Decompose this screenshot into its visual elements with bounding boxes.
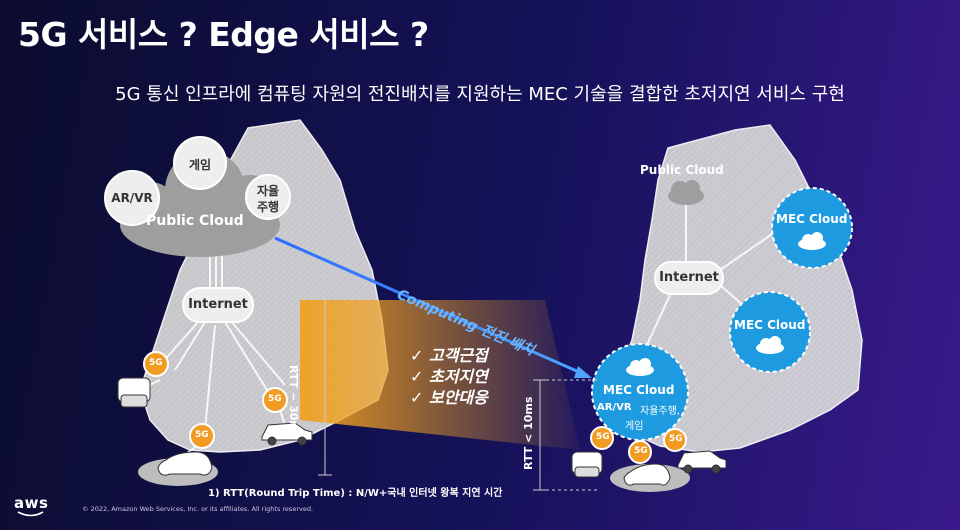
left-internet-node [182,287,254,323]
bubble-game-label: 게임 [188,158,212,172]
left-vr-headset-icon [117,377,151,408]
bubble-autonomous-label-1: 자율 [256,184,280,198]
mec-service-game: 게임 [625,421,644,432]
page-title: 5G 서비스 ? Edge 서비스 ? [18,15,429,54]
bubble-arvr [104,170,160,226]
right-5g-label-1: 5G [596,432,610,442]
right-vr-headset-icon [571,451,603,478]
left-5g-badge-2 [262,387,288,413]
bubble-arvr-label: AR/VR [111,191,153,205]
aws-smile-icon [17,511,44,517]
mec-cloud-main [591,343,689,441]
mec-cloud-top-label: MEC Cloud [776,212,848,226]
left-rtt-label: RTT ~ 30ms [287,365,300,439]
left-5g-badge-3 [189,423,215,449]
left-5g-label-1: 5G [149,358,163,368]
forward-deployment-cone [300,300,580,450]
right-rtt-bracket [533,379,600,491]
left-5g-label-2: 5G [268,394,282,404]
mec-cloud-mid-label: MEC Cloud [734,318,806,332]
mec-cloud-top-icon [798,232,826,250]
benefit-proximity: ✓ 고객근접 [410,346,488,365]
right-5g-label-2: 5G [634,446,648,456]
right-public-cloud-icon [668,180,704,205]
mec-cloud-mid-icon [756,336,784,354]
mec-cloud-top [771,187,853,269]
mec-cloud-mid [729,291,811,373]
left-rtt-bracket [262,254,332,476]
right-5g-badge-2 [628,440,652,464]
aws-logo: aws [14,494,49,512]
rtt-footnote: 1) RTT(Round Trip Time) : N/W+국내 인터넷 왕복 … [208,488,503,499]
bubble-autonomous [245,174,291,220]
right-internet-node [654,261,724,295]
right-gamepad-icon [623,463,671,486]
mec-cloud-main-icon [626,358,654,376]
computing-arrow-line [274,236,589,378]
benefit-security: ✓ 보안대응 [410,388,488,407]
mec-service-autonomous: 자율주행, [640,406,680,417]
copyright-notice: © 2022, Amazon Web Services, Inc. or its… [82,505,314,513]
left-5g-badge-1 [143,351,169,377]
right-internet-label: Internet [659,270,719,285]
bubble-autonomous-label-2: 주행 [256,200,280,214]
left-gamepad-icon [157,451,213,476]
bubble-game [173,136,227,190]
benefit-low-latency: ✓ 초저지연 [410,367,488,386]
mec-cloud-main-label: MEC Cloud [603,383,675,397]
right-5g-label-3: 5G [669,434,683,444]
right-5g-badge-3 [663,428,687,452]
left-public-cloud-label: Public Cloud [146,213,244,229]
page-subtitle: 5G 통신 인프라에 컴퓨팅 자원의 전진배치를 지원하는 MEC 기술을 결합… [115,84,845,105]
right-car-icon [677,450,727,474]
mec-service-arvr: AR/VR [597,402,632,413]
right-5g-badge-1 [590,426,614,450]
computing-arrow-head [574,366,592,378]
left-5g-label-3: 5G [195,430,209,440]
left-internet-label: Internet [188,297,248,312]
right-public-cloud-label: Public Cloud [640,163,724,177]
left-car-icon [261,422,313,446]
right-rtt-label: RTT < 10ms [522,396,535,470]
